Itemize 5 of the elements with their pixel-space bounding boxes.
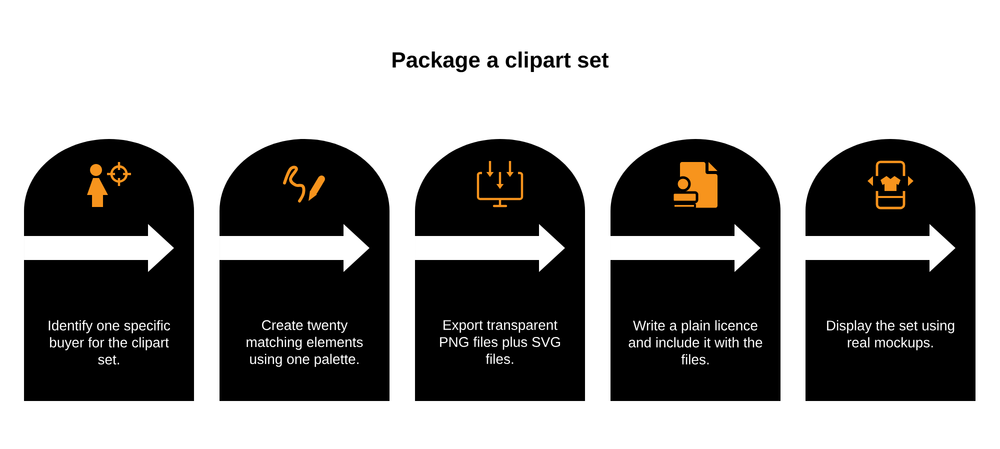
step-card: Create twenty matching elements using one palette. <box>220 139 390 401</box>
step-card: Export transparent PNG files plus SVG files. <box>415 139 585 401</box>
title: Package a clipart set <box>392 52 609 72</box>
step-card: Display the set using real mockups. <box>806 139 976 401</box>
step-card: Identify one specific buyer for the clipart set. <box>24 139 194 401</box>
